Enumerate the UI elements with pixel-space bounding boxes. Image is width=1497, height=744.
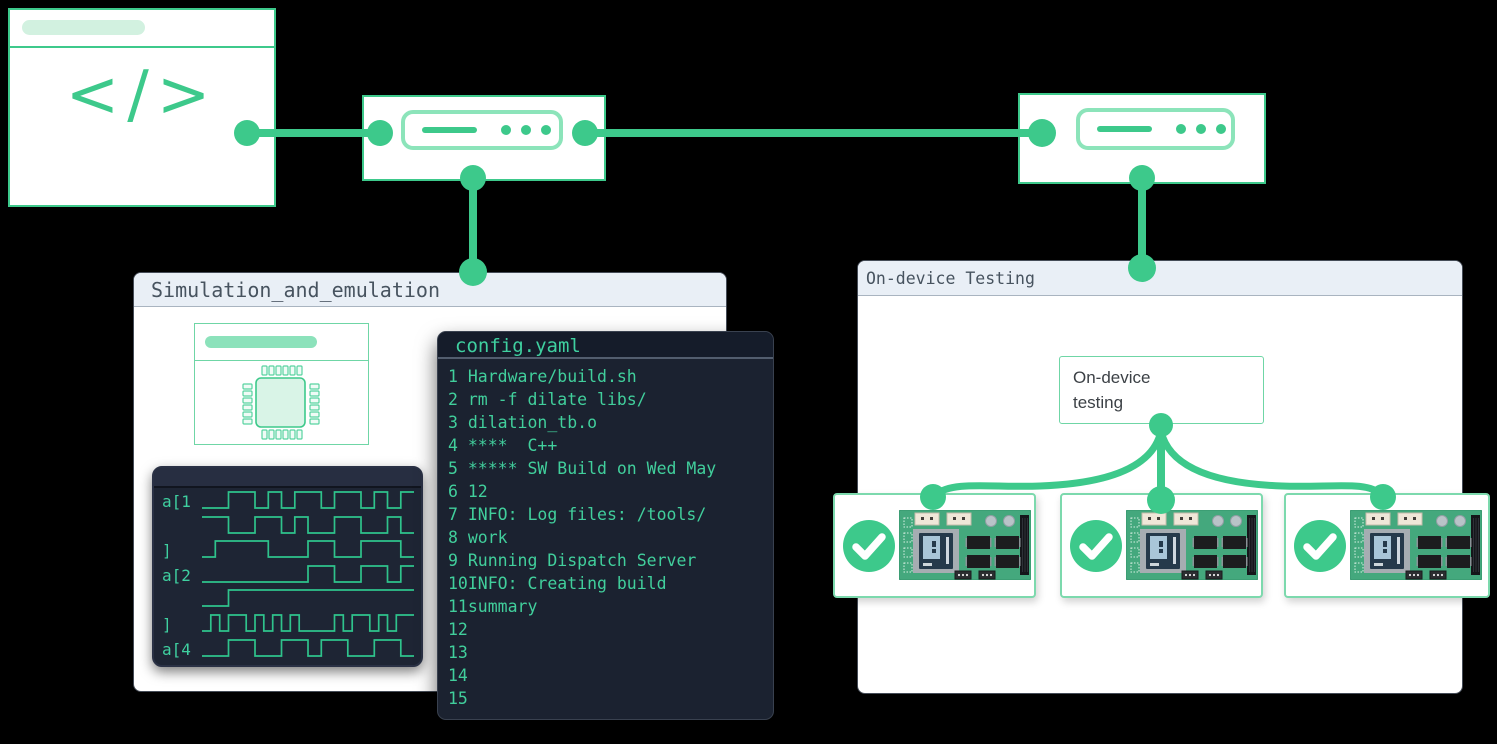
capacitor-icon <box>1454 515 1466 527</box>
memory-chips <box>1192 536 1248 568</box>
memory-chips <box>965 536 1021 568</box>
waveform-row: a[4 <box>154 636 421 661</box>
waveform-label: a[4 <box>162 639 191 659</box>
ondevice-window-title: On-device Testing <box>858 261 1462 296</box>
waveform-row: a[1 <box>154 488 421 513</box>
pcb-top-connectors <box>1365 512 1423 526</box>
memory-chips <box>1416 536 1472 568</box>
bottom-connectors <box>954 570 996 580</box>
cpu-icon <box>913 529 959 573</box>
waveform-rows: a[1] a[2] a[4 <box>154 488 421 660</box>
device-card <box>1284 493 1490 598</box>
config-line: 5 ***** SW Build on Wed May <box>448 459 717 478</box>
server-led <box>501 125 511 135</box>
titlebar-pill <box>22 20 145 35</box>
cpu-icon <box>1140 529 1186 573</box>
pcb-top-connectors <box>914 512 972 526</box>
config-line: 2 rm -f dilate libs/ <box>448 390 647 409</box>
config-line: 11summary <box>448 597 538 616</box>
waveform-row: a[2 <box>154 562 421 587</box>
server-icon <box>1076 108 1235 150</box>
edge-slot <box>1471 515 1480 575</box>
waveform-panel: a[1] a[2] a[4 <box>152 466 423 667</box>
server-led <box>541 125 551 135</box>
server-node-left <box>362 95 606 181</box>
waveform-label: a[2 <box>162 565 191 585</box>
wave-trace <box>202 614 414 632</box>
config-window: config.yaml 1 Hardware/build.sh 2 rm -f d… <box>437 331 774 720</box>
code-editor-window: </> <box>8 8 276 207</box>
capacitor-icon <box>1230 515 1242 527</box>
hub-label-line1: On-device <box>1073 368 1151 387</box>
edge-slot <box>1020 515 1029 575</box>
config-line: 7 INFO: Log files: /tools/ <box>448 505 707 524</box>
code-icon: </> <box>65 58 219 132</box>
server-led <box>1216 124 1226 134</box>
hub-label-line2: testing <box>1073 392 1124 412</box>
circuit-board-icon <box>899 510 1031 580</box>
simulation-window-title: Simulation_and_emulation <box>134 273 726 307</box>
check-icon <box>1070 520 1122 572</box>
edge-slot <box>1247 515 1256 575</box>
waveform-row: ] <box>154 537 421 562</box>
waveform-label: a[1 <box>162 492 191 511</box>
chip-window <box>194 323 369 445</box>
config-line: 8 work <box>448 528 508 547</box>
config-line: 12 <box>448 620 468 639</box>
config-log-lines: 1 Hardware/build.sh 2 rm -f dilate libs/3… <box>438 359 773 710</box>
pcb-pin-matrix <box>903 517 913 573</box>
device-card <box>1060 493 1263 598</box>
bottom-connectors <box>1181 570 1223 580</box>
config-line: 13 <box>448 643 468 662</box>
config-line: 15 <box>448 689 468 708</box>
config-line: 9 Running Dispatch Server <box>448 551 697 570</box>
pcb-pin-matrix <box>1130 517 1140 573</box>
device-card <box>833 493 1036 598</box>
wave-trace <box>202 515 414 534</box>
waveform-row <box>154 513 421 538</box>
config-line: 1 Hardware/build.sh <box>448 367 637 386</box>
wave-trace <box>202 540 414 559</box>
pcb-pin-matrix <box>1354 517 1364 573</box>
circuit-board-icon <box>1350 510 1482 580</box>
server-led <box>1176 124 1186 134</box>
waveform-panel-header <box>154 468 421 488</box>
wave-trace <box>202 589 414 608</box>
server-slot-bar <box>1097 126 1152 132</box>
server-led <box>521 125 531 135</box>
waveform-row <box>154 586 421 611</box>
wave-trace <box>202 564 414 583</box>
config-window-title: config.yaml <box>438 332 773 359</box>
cpu-icon <box>1364 529 1410 573</box>
editor-titlebar <box>10 10 274 48</box>
waveform-row: ] <box>154 611 421 636</box>
wave-trace <box>202 638 414 657</box>
bottom-connectors <box>1405 570 1447 580</box>
chip-window-titlebar <box>195 324 368 361</box>
waveform-label: ] <box>162 614 172 634</box>
config-line: 14 <box>448 666 468 685</box>
pcb-top-connectors <box>1141 512 1199 526</box>
titlebar-pill <box>205 336 317 348</box>
config-line: 3 dilation_tb.o <box>448 413 598 432</box>
hub-box: On-device testing <box>1059 356 1264 424</box>
ondevice-window: On-device Testing On-device testing <box>833 260 1490 694</box>
capacitor-icon <box>1003 515 1015 527</box>
capacitor-icon <box>1436 515 1448 527</box>
server-icon <box>401 110 563 150</box>
chip-icon <box>242 365 320 440</box>
wave-trace <box>202 491 414 509</box>
circuit-board-icon <box>1126 510 1258 580</box>
config-line: 10INFO: Creating build <box>448 574 667 593</box>
server-led <box>1196 124 1206 134</box>
waveform-label: ] <box>162 541 172 561</box>
config-line: 4 **** C++ <box>448 436 558 455</box>
server-node-right <box>1018 93 1266 184</box>
server-slot-bar <box>422 127 477 133</box>
config-line: 6 12 <box>448 482 488 501</box>
capacitor-icon <box>985 515 997 527</box>
check-icon <box>843 520 895 572</box>
check-icon <box>1294 520 1346 572</box>
capacitor-icon <box>1212 515 1224 527</box>
